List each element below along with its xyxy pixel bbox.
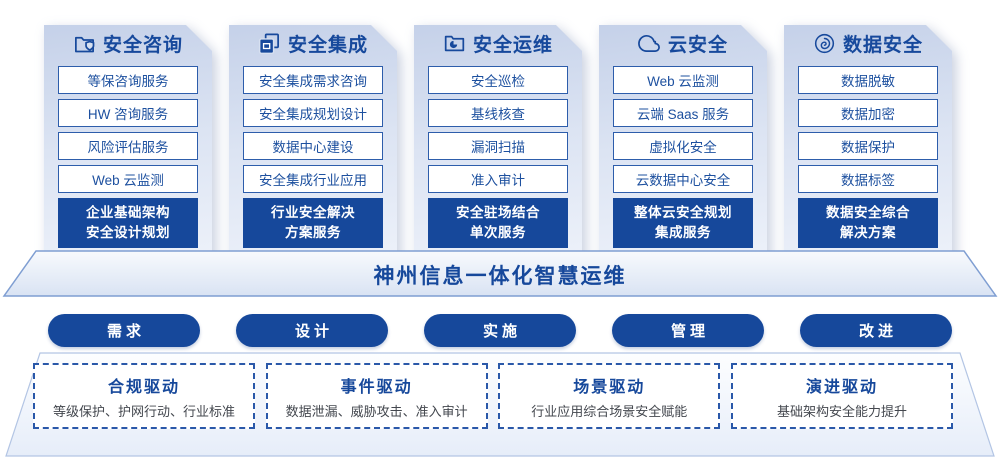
- banner-title: 神州信息一体化智慧运维: [373, 265, 627, 288]
- service-item: 安全集成规划设计: [243, 99, 383, 127]
- item-list: Web 云监测 云端 Saas 服务 虚拟化安全 云数据中心安全: [599, 61, 767, 193]
- process-pill: 实施: [424, 314, 576, 347]
- highlight-line: 整体云安全规划: [634, 205, 732, 221]
- driver-box-scenario: 场景驱动 行业应用综合场景安全赋能: [498, 363, 721, 429]
- item-list: 安全集成需求咨询 安全集成规划设计 数据中心建设 安全集成行业应用: [229, 61, 397, 193]
- service-item: 安全集成需求咨询: [243, 66, 383, 94]
- driver-box-incident: 事件驱动 数据泄漏、威胁攻击、准入审计: [265, 363, 488, 429]
- process-pill: 改进: [800, 314, 952, 347]
- highlight-line: 单次服务: [470, 225, 526, 240]
- card-header: 安全运维: [414, 25, 582, 61]
- driver-title: 事件驱动: [340, 378, 413, 396]
- driver-box-compliance: 合规驱动 等级保护、护网行动、行业标准: [33, 363, 255, 429]
- service-item: 风险评估服务: [58, 132, 198, 160]
- driver-desc: 行业应用综合场景安全赋能: [531, 403, 688, 419]
- process-pill: 设计: [236, 314, 388, 347]
- column-security-operations: 安全运维 安全巡检 基线核查 漏洞扫描 准入审计 安全驻场结合 单次服务: [414, 9, 582, 269]
- process-pills: 需求 设计 实施 管理 改进: [48, 314, 952, 347]
- highlight-line: 数据安全综合: [826, 205, 910, 221]
- item-list: 安全巡检 基线核查 漏洞扫描 准入审计: [414, 61, 582, 193]
- service-item: 虚拟化安全: [613, 132, 753, 160]
- service-item: Web 云监测: [613, 66, 753, 94]
- highlight-box: 整体云安全规划 集成服务: [613, 198, 753, 248]
- driver-desc: 基础架构安全能力提升: [776, 403, 907, 419]
- card-title: 云安全: [667, 34, 728, 56]
- service-item: Web 云监测: [58, 165, 198, 193]
- service-item: 数据保护: [798, 132, 938, 160]
- service-item: 数据标签: [798, 165, 938, 193]
- driver-title: 演进驱动: [805, 378, 878, 396]
- service-item: 准入审计: [428, 165, 568, 193]
- driver-boxes: 合规驱动 等级保护、护网行动、行业标准 事件驱动 数据泄漏、威胁攻击、准入审计 …: [33, 363, 953, 429]
- service-item: 安全巡检: [428, 66, 568, 94]
- service-item: 基线核查: [428, 99, 568, 127]
- folder-pie-icon: [444, 35, 465, 51]
- cloud-icon: [638, 34, 660, 52]
- highlight-line: 安全驻场结合: [456, 205, 540, 221]
- service-columns: 安全咨询 等保咨询服务 HW 咨询服务 风险评估服务 Web 云监测 企业基础架…: [44, 9, 952, 269]
- service-item: 数据脱敏: [798, 66, 938, 94]
- column-data-security: 数据安全 数据脱敏 数据加密 数据保护 数据标签 数据安全综合 解决方案: [784, 9, 952, 269]
- service-item: HW 咨询服务: [58, 99, 198, 127]
- highlight-line: 企业基础架构: [86, 205, 170, 221]
- highlight-line: 行业安全解决: [271, 205, 355, 221]
- card-header: 数据安全: [784, 25, 952, 61]
- highlight-line: 集成服务: [655, 225, 711, 240]
- process-pill: 管理: [612, 314, 764, 347]
- copy-docs-icon: [258, 33, 279, 54]
- fingerprint-icon: [814, 33, 835, 53]
- driver-desc: 等级保护、护网行动、行业标准: [52, 403, 235, 419]
- driver-desc: 数据泄漏、威胁攻击、准入审计: [285, 403, 468, 419]
- highlight-box: 安全驻场结合 单次服务: [428, 198, 568, 248]
- driver-box-evolution: 演进驱动 基础架构安全能力提升: [730, 363, 953, 429]
- card-header: 安全咨询: [44, 25, 212, 61]
- highlight-line: 解决方案: [840, 225, 896, 240]
- column-cloud-security: 云安全 Web 云监测 云端 Saas 服务 虚拟化安全 云数据中心安全 整体云…: [599, 9, 767, 269]
- service-item: 安全集成行业应用: [243, 165, 383, 193]
- item-list: 等保咨询服务 HW 咨询服务 风险评估服务 Web 云监测: [44, 61, 212, 193]
- driver-title: 场景驱动: [573, 378, 646, 396]
- service-card: 云安全 Web 云监测 云端 Saas 服务 虚拟化安全 云数据中心安全 整体云…: [599, 25, 767, 269]
- item-list: 数据脱敏 数据加密 数据保护 数据标签: [784, 61, 952, 193]
- service-item: 等保咨询服务: [58, 66, 198, 94]
- highlight-line: 方案服务: [285, 225, 341, 240]
- highlight-box: 行业安全解决 方案服务: [243, 198, 383, 248]
- service-item: 漏洞扫描: [428, 132, 568, 160]
- process-pill: 需求: [48, 314, 200, 347]
- card-header: 云安全: [599, 25, 767, 61]
- banner-trapezoid: [2, 250, 998, 297]
- service-item: 数据加密: [798, 99, 938, 127]
- highlight-line: 安全设计规划: [86, 225, 170, 240]
- service-item: 云端 Saas 服务: [613, 99, 753, 127]
- card-header: 安全集成: [229, 25, 397, 61]
- service-card: 数据安全 数据脱敏 数据加密 数据保护 数据标签 数据安全综合 解决方案: [784, 25, 952, 269]
- service-item: 数据中心建设: [243, 132, 383, 160]
- service-card: 安全咨询 等保咨询服务 HW 咨询服务 风险评估服务 Web 云监测 企业基础架…: [44, 25, 212, 269]
- highlight-box: 企业基础架构 安全设计规划: [58, 198, 198, 248]
- column-security-integration: 安全集成 安全集成需求咨询 安全集成规划设计 数据中心建设 安全集成行业应用 行…: [229, 9, 397, 269]
- card-title: 数据安全: [842, 34, 923, 56]
- highlight-box: 数据安全综合 解决方案: [798, 198, 938, 248]
- folder-shield-icon: [74, 36, 95, 52]
- service-card: 安全运维 安全巡检 基线核查 漏洞扫描 准入审计 安全驻场结合 单次服务: [414, 25, 582, 269]
- card-title: 安全运维: [472, 34, 553, 56]
- card-title: 安全咨询: [102, 34, 183, 56]
- column-security-consulting: 安全咨询 等保咨询服务 HW 咨询服务 风险评估服务 Web 云监测 企业基础架…: [44, 9, 212, 269]
- driver-title: 合规驱动: [107, 378, 180, 396]
- service-item: 云数据中心安全: [613, 165, 753, 193]
- service-card: 安全集成 安全集成需求咨询 安全集成规划设计 数据中心建设 安全集成行业应用 行…: [229, 25, 397, 269]
- card-title: 安全集成: [287, 34, 368, 56]
